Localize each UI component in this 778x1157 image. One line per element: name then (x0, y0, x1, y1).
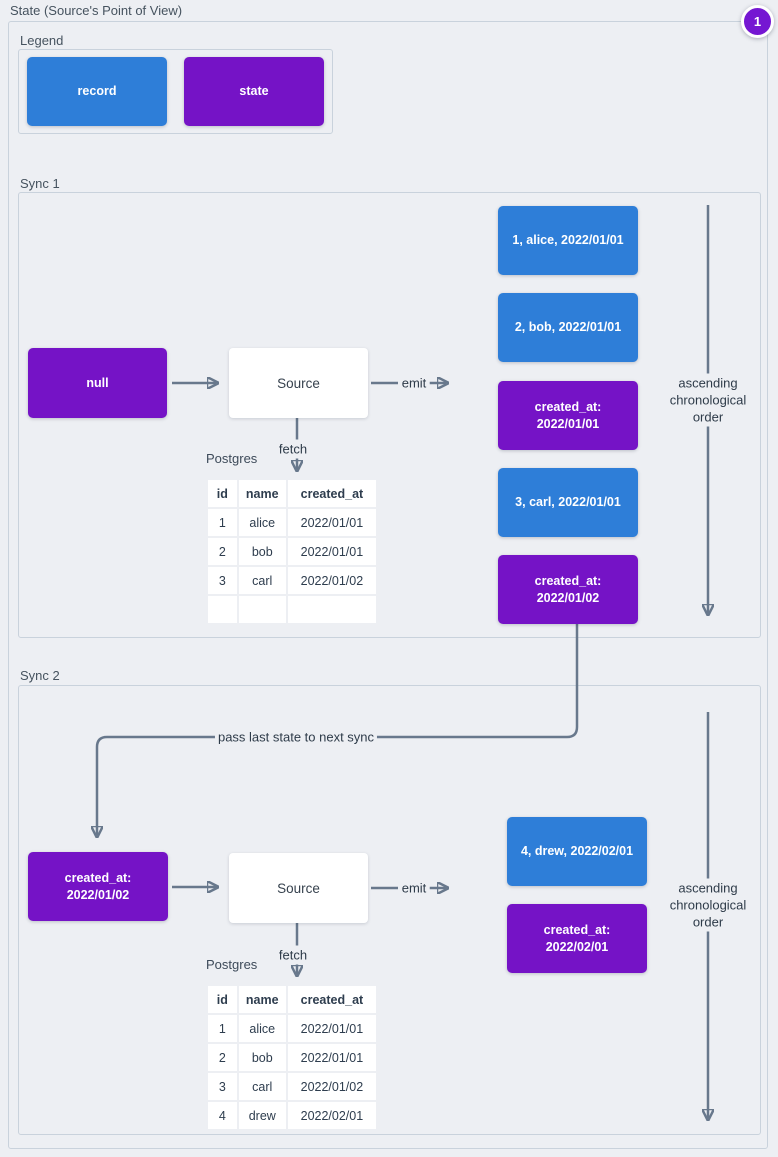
page-title: State (Source's Point of View) (10, 3, 183, 18)
sync2-fetch-label: fetch (275, 945, 311, 965)
col-header-created-at: created_at (287, 986, 376, 1013)
table-row: 4 drew 2022/02/01 (208, 1102, 376, 1129)
cell-name: drew (238, 1102, 286, 1129)
cell-id: 3 (208, 1073, 237, 1100)
cell-name: carl (238, 567, 286, 594)
sync2-source-node: Source (229, 853, 368, 923)
table-row: 3 carl 2022/01/02 (208, 567, 376, 594)
legend-record-swatch: record (27, 57, 167, 126)
cell-created-at: 2022/01/02 (287, 1073, 376, 1100)
outer-frame (8, 21, 768, 1149)
record-node: 1, alice, 2022/01/01 (498, 206, 638, 275)
sync2-input-state: created_at: 2022/01/02 (28, 852, 168, 921)
cell-created-at: 2022/01/01 (287, 509, 376, 536)
cell-name: bob (238, 538, 286, 565)
cell-id: 1 (208, 1015, 237, 1042)
cell-name (238, 596, 286, 623)
record-node: 4, drew, 2022/02/01 (507, 817, 647, 886)
cell-created-at: 2022/01/01 (287, 1044, 376, 1071)
table-row (208, 596, 376, 623)
sync2-emit-label: emit (398, 878, 430, 898)
cell-id: 2 (208, 1044, 237, 1071)
col-header-name: name (238, 480, 286, 507)
cell-created-at: 2022/01/01 (287, 538, 376, 565)
cell-id (208, 596, 237, 623)
cell-created-at (287, 596, 376, 623)
cell-name: alice (238, 1015, 286, 1042)
cell-id: 4 (208, 1102, 237, 1129)
sync2-postgres-label: Postgres (206, 957, 258, 972)
cell-created-at: 2022/01/01 (287, 1015, 376, 1042)
table-row: 1 alice 2022/01/01 (208, 509, 376, 536)
sync2-postgres-table: id name created_at 1 alice 2022/01/01 2 … (206, 984, 378, 1131)
legend-frame (18, 49, 333, 134)
col-header-created-at: created_at (287, 480, 376, 507)
table-header-row: id name created_at (208, 480, 376, 507)
legend-state-swatch: state (184, 57, 324, 126)
cell-name: alice (238, 509, 286, 536)
pass-state-label: pass last state to next sync (214, 727, 378, 747)
table-header-row: id name created_at (208, 986, 376, 1013)
cell-name: carl (238, 1073, 286, 1100)
sync1-input-state: null (28, 348, 167, 418)
cell-id: 3 (208, 567, 237, 594)
sync2-title: Sync 2 (20, 668, 60, 683)
legend-title: Legend (20, 33, 64, 48)
col-header-id: id (208, 986, 237, 1013)
table-row: 1 alice 2022/01/01 (208, 1015, 376, 1042)
step-badge: 1 (741, 5, 774, 38)
sync1-title: Sync 1 (20, 176, 60, 191)
cell-id: 1 (208, 509, 237, 536)
state-node: created_at: 2022/02/01 (507, 904, 647, 973)
col-header-name: name (238, 986, 286, 1013)
record-node: 3, carl, 2022/01/01 (498, 468, 638, 537)
sync1-postgres-label: Postgres (206, 451, 258, 466)
cell-created-at: 2022/01/02 (287, 567, 376, 594)
sync2-order-note: ascending chronological order (666, 878, 750, 932)
sync1-source-node: Source (229, 348, 368, 418)
state-node: created_at: 2022/01/01 (498, 381, 638, 450)
table-row: 2 bob 2022/01/01 (208, 538, 376, 565)
sync1-emit-label: emit (398, 373, 430, 393)
sync1-order-note: ascending chronological order (666, 373, 750, 427)
sync1-fetch-label: fetch (275, 439, 311, 459)
sync1-postgres-table: id name created_at 1 alice 2022/01/01 2 … (206, 478, 378, 625)
table-row: 3 carl 2022/01/02 (208, 1073, 376, 1100)
table-row: 2 bob 2022/01/01 (208, 1044, 376, 1071)
cell-created-at: 2022/02/01 (287, 1102, 376, 1129)
col-header-id: id (208, 480, 237, 507)
state-node: created_at: 2022/01/02 (498, 555, 638, 624)
cell-id: 2 (208, 538, 237, 565)
record-node: 2, bob, 2022/01/01 (498, 293, 638, 362)
cell-name: bob (238, 1044, 286, 1071)
